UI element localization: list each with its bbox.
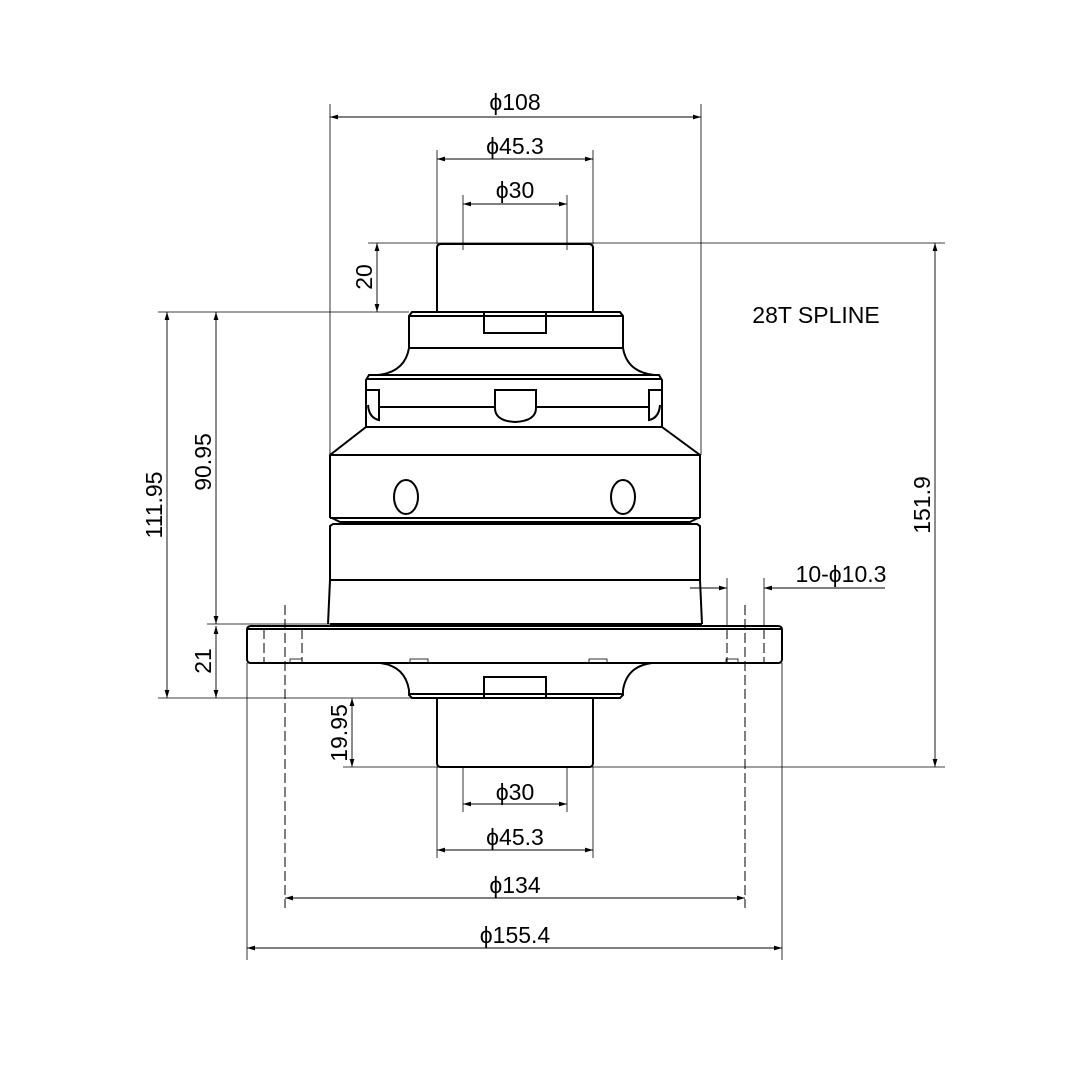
label-upper-height: 111.95: [141, 472, 167, 539]
left-fillet: [377, 347, 410, 376]
label-flange-height: 21: [190, 648, 216, 674]
groove: [331, 517, 699, 523]
top-key: [483, 311, 547, 334]
dimension-labels: ϕ108 ϕ45.3 ϕ30 20 151.9 111.95 90.95 21 …: [141, 89, 935, 948]
label-bottom-shaft-length: 19.95: [326, 704, 352, 762]
part-outline: [246, 243, 783, 768]
label-bottom-shaft-diameter: ϕ30: [496, 779, 534, 805]
chamfer: [329, 426, 701, 518]
dimension-lines: [164, 114, 938, 951]
lower-body: [327, 579, 703, 625]
top-collar: [408, 311, 624, 348]
label-body-height: 90.95: [190, 433, 216, 491]
label-flange-diameter: ϕ155.4: [480, 922, 551, 948]
right-notch: [648, 389, 661, 422]
left-notch: [367, 389, 380, 422]
bottom-shaft: [436, 698, 594, 768]
label-top-shaft-diameter: ϕ30: [496, 177, 534, 203]
label-overall-height: 151.9: [909, 476, 935, 534]
top-shaft: [436, 243, 594, 312]
bottom-fillets: [379, 662, 653, 691]
center-key: [494, 389, 537, 424]
label-top-outer-diameter: ϕ108: [489, 89, 540, 115]
label-bolt-circle-diameter: ϕ134: [489, 872, 540, 898]
spline-note: 28T SPLINE: [752, 302, 879, 328]
bolt-holes: [263, 629, 765, 664]
label-top-shaft-length: 20: [351, 264, 377, 290]
label-bolt-holes: 10-ϕ10.3: [796, 561, 887, 587]
label-top-collar-diameter: ϕ45.3: [486, 133, 544, 159]
extension-lines: [158, 104, 945, 960]
right-fillet: [622, 347, 655, 376]
label-bottom-collar-diameter: ϕ45.3: [486, 824, 544, 850]
hole-left: [393, 479, 419, 515]
hole-right: [610, 479, 636, 515]
flange: [246, 625, 783, 664]
upper-band: [365, 374, 663, 427]
mid-body: [329, 523, 701, 580]
bottom-key: [483, 676, 547, 699]
